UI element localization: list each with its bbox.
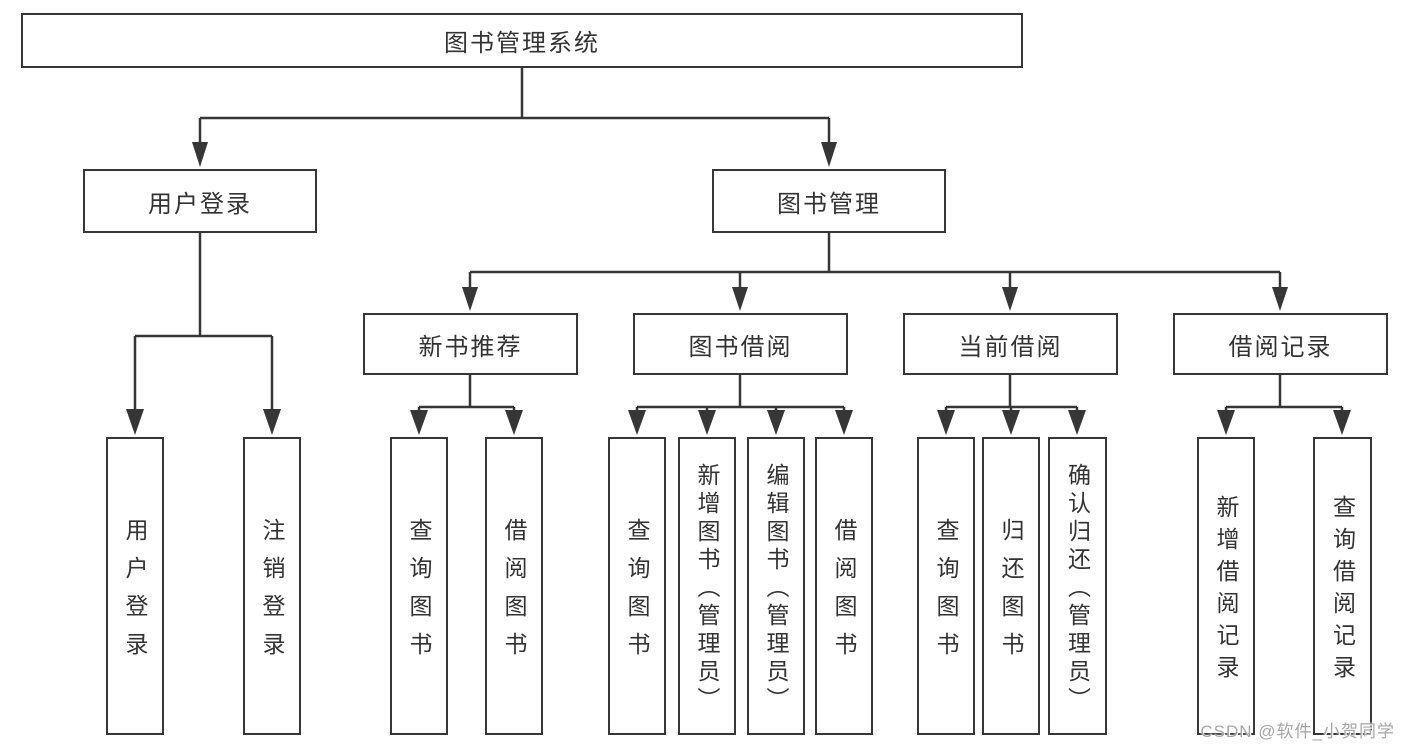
node-book-management: 图书管理: [712, 169, 946, 233]
leaf-borrow-edit-admin: 编辑图书（管理员）: [747, 437, 805, 735]
leaf-borrow-book: 借阅图书: [815, 437, 873, 735]
leaf-label: 借阅图书: [501, 517, 527, 670]
leaf-label: 查询借阅记录: [1329, 494, 1356, 687]
node-new-book-recommend: 新书推荐: [363, 313, 578, 375]
leaf-label: 查询图书: [406, 517, 432, 670]
arrowheads: [126, 142, 1351, 435]
leaf-current-query: 查询图书: [917, 437, 975, 735]
leaf-label: 确认归还（管理员）: [1064, 462, 1091, 715]
node-system-root: 图书管理系统: [21, 13, 1023, 68]
leaf-logout: 注销登录: [243, 437, 301, 735]
connector-strokes: [133, 68, 1344, 412]
node-borrow-records: 借阅记录: [1173, 313, 1388, 375]
leaf-label: 查询图书: [624, 517, 650, 670]
leaf-record-query: 查询借阅记录: [1313, 437, 1372, 735]
leaf-borrow-add-admin: 新增图书（管理员）: [678, 437, 736, 735]
leaf-label: 注销登录: [259, 517, 285, 670]
csdn-watermark: CSDN @软件_小贺同学: [1200, 722, 1395, 741]
leaf-label: 用户登录: [122, 517, 148, 670]
leaf-current-return: 归还图书: [982, 437, 1040, 735]
node-book-borrow: 图书借阅: [633, 313, 848, 375]
leaf-user-login: 用户登录: [106, 437, 164, 735]
leaf-label: 新增图书（管理员）: [694, 462, 720, 715]
leaf-newbook-query: 查询图书: [390, 437, 448, 735]
leaf-label: 借阅图书: [831, 517, 857, 670]
leaf-label: 编辑图书（管理员）: [763, 462, 789, 715]
leaf-newbook-borrow: 借阅图书: [485, 437, 543, 735]
leaf-borrow-query: 查询图书: [608, 437, 666, 735]
node-user-login: 用户登录: [83, 169, 317, 233]
leaf-label: 查询图书: [933, 517, 959, 670]
leaf-label: 新增借阅记录: [1213, 494, 1239, 687]
leaf-record-add: 新增借阅记录: [1197, 437, 1255, 735]
node-current-borrow: 当前借阅: [903, 313, 1118, 375]
leaf-label: 归还图书: [998, 517, 1024, 670]
leaf-current-confirm-admin: 确认归还（管理员）: [1048, 437, 1107, 735]
